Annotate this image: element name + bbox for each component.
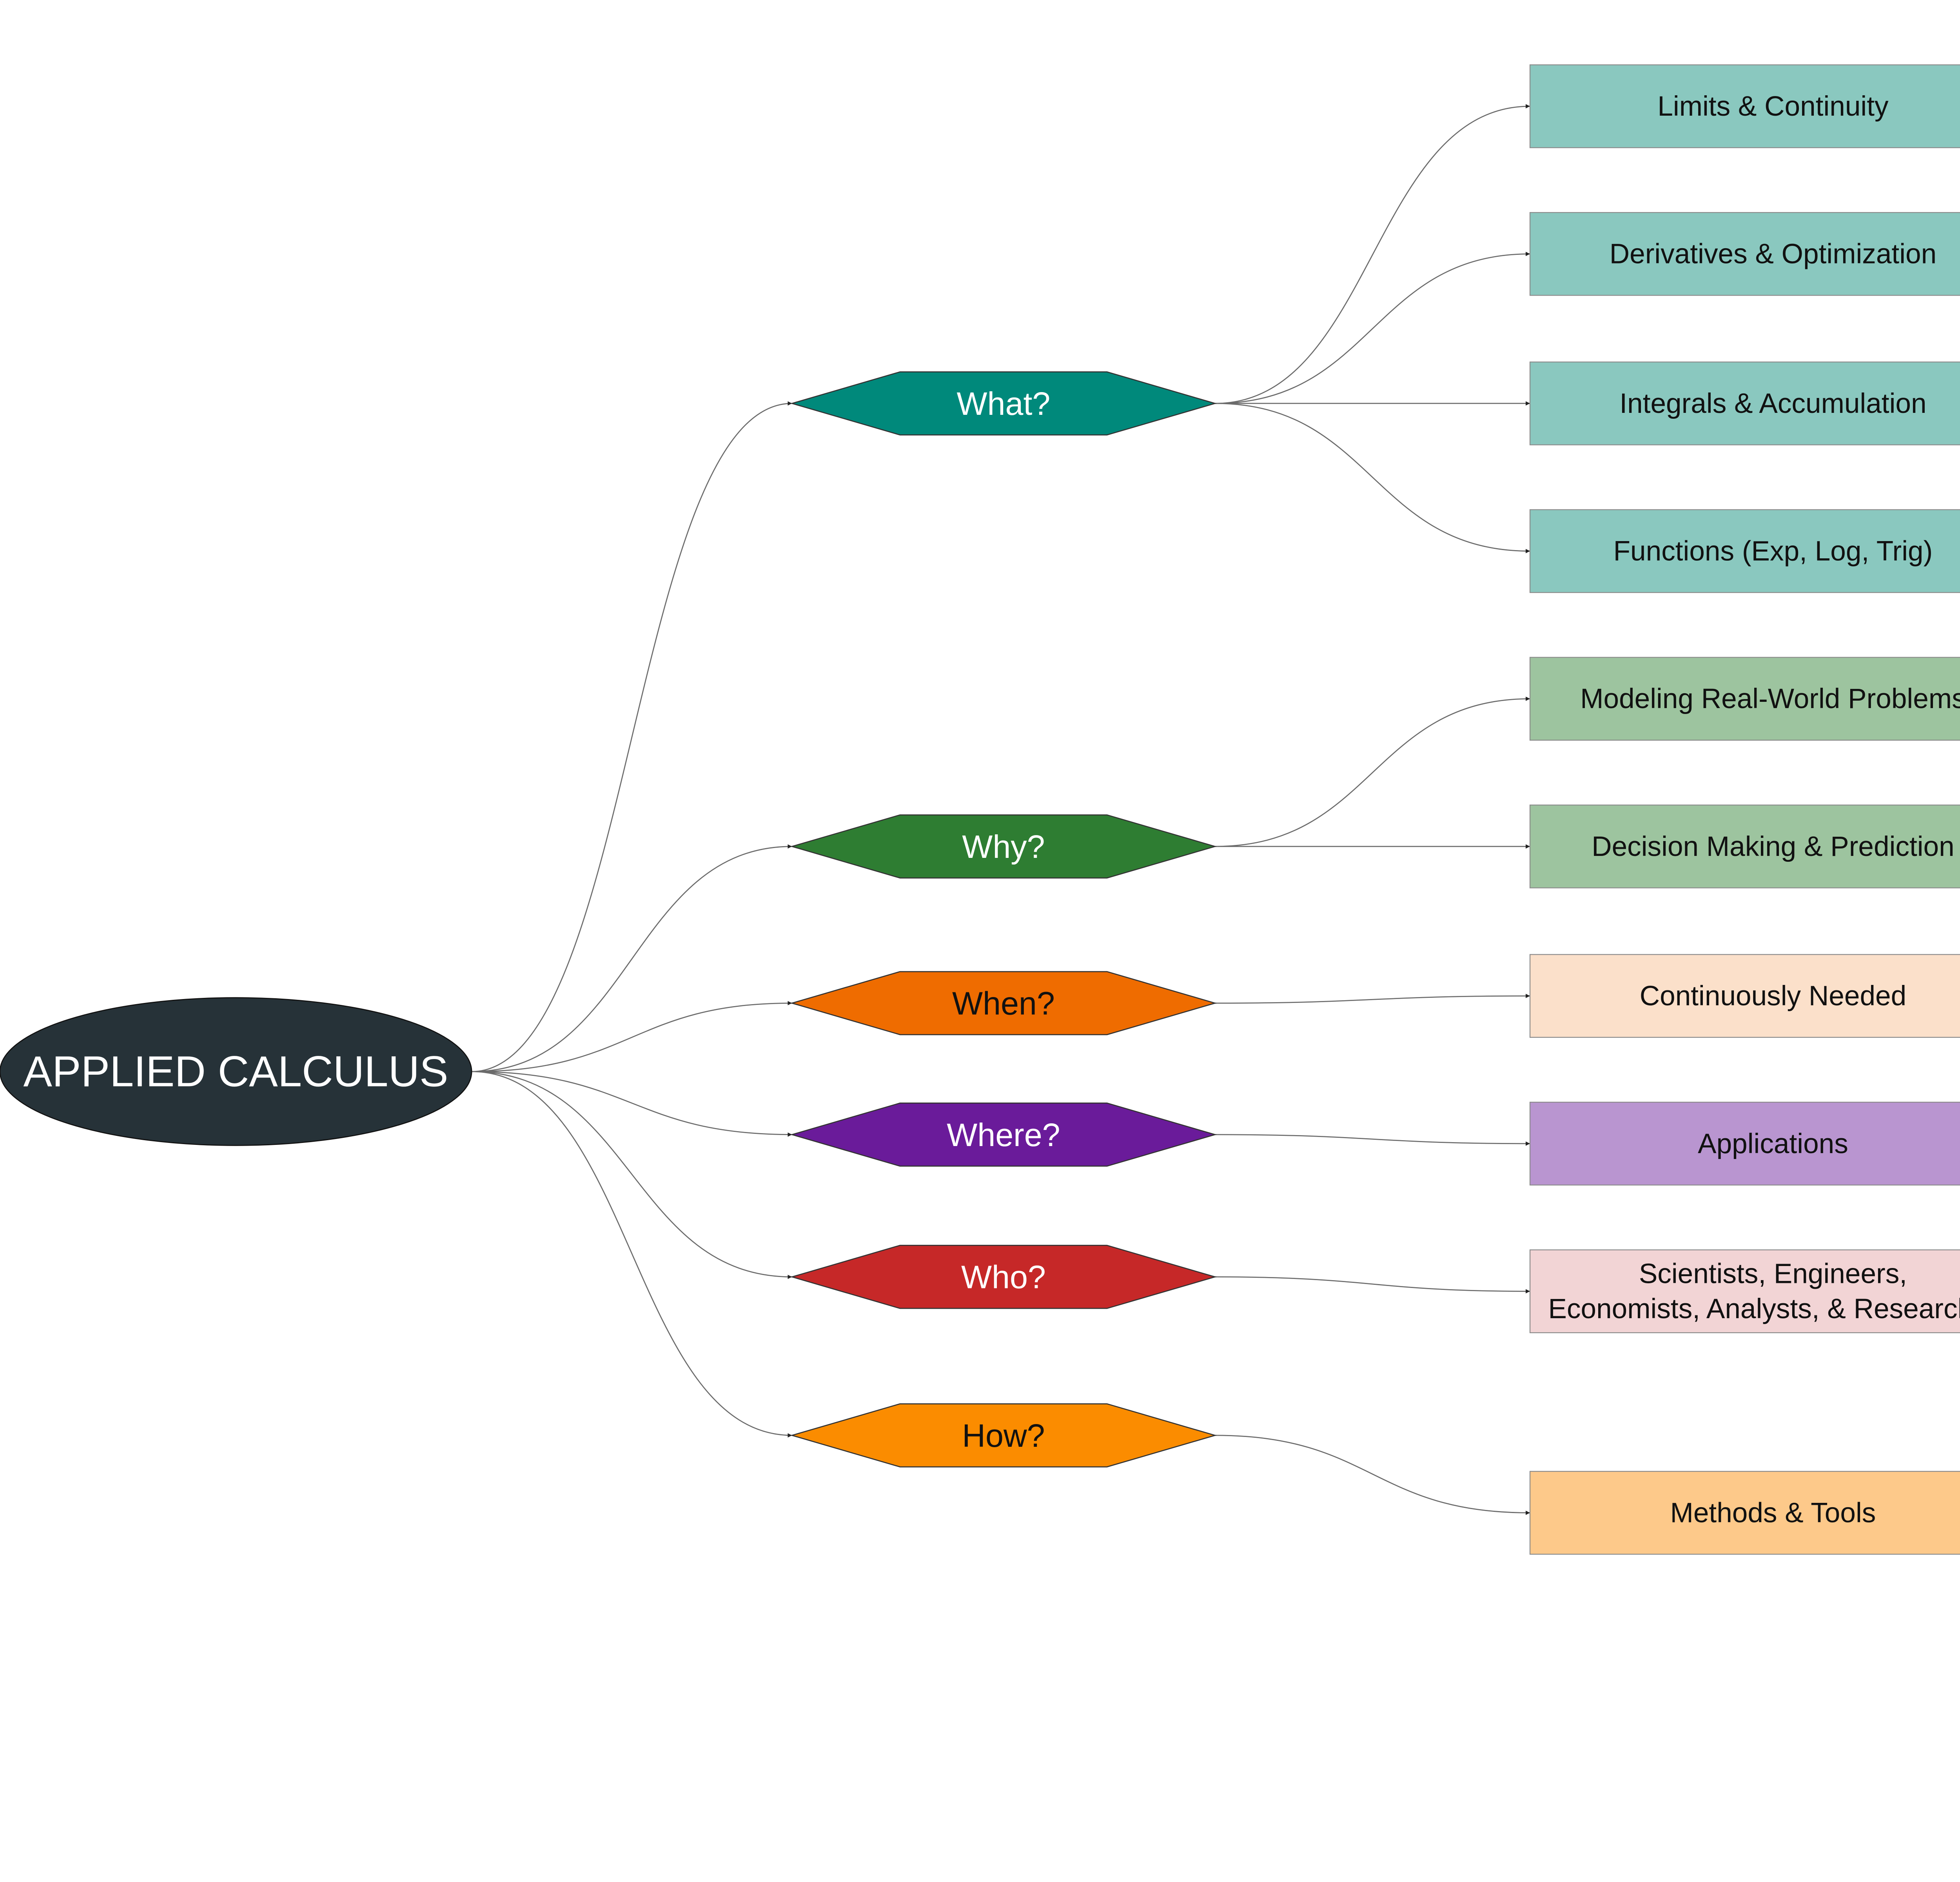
branch-node-why[interactable]: Why? <box>790 814 1217 879</box>
topic-box-what-3-shape <box>1529 509 1960 593</box>
topic-box-where-0[interactable]: Applications <box>1529 1101 1960 1186</box>
connector-where-to-child-0 <box>1215 1134 1530 1146</box>
topic-box-what-2[interactable]: Integrals & Accumulation <box>1529 362 1960 445</box>
root-node[interactable]: APPLIED CALCULUS <box>0 997 472 1146</box>
connector-what-to-child-0 <box>1215 104 1530 404</box>
topic-box-what-1-shape <box>1529 212 1960 296</box>
branch-hexagon-how <box>790 1403 1217 1468</box>
branch-label-how: How? <box>962 1417 1045 1453</box>
branch-node-where[interactable]: Where? <box>790 1103 1217 1167</box>
topic-box-who-0-shape <box>1529 1249 1960 1333</box>
connector-root-to-who <box>472 1071 792 1279</box>
branch-label-what: What? <box>957 385 1051 421</box>
topic-box-why-0[interactable]: Modeling Real-World Problems <box>1529 657 1960 741</box>
topic-box-what-3-label: Functions (Exp, Log, Trig) <box>1613 536 1933 567</box>
connector-what-to-child-3 <box>1215 403 1530 554</box>
topic-box-what-2-shape <box>1529 362 1960 445</box>
topic-box-what-1[interactable]: Derivatives & Optimization <box>1529 212 1960 296</box>
connector-how-to-child-0 <box>1215 1435 1530 1515</box>
topic-box-when-0-label: Continuously Needed <box>1640 981 1906 1012</box>
connector-layer <box>472 104 1530 1515</box>
topic-box-where-0-label: Applications <box>1698 1128 1848 1159</box>
topic-box-who-0-label: Scientists, Engineers,Economists, Analys… <box>1548 1258 1960 1324</box>
topic-box-why-0-shape <box>1529 657 1960 741</box>
topic-box-what-0[interactable]: Limits & Continuity <box>1529 64 1960 148</box>
connector-why-to-child-0 <box>1215 696 1530 847</box>
topic-box-how-0-label: Methods & Tools <box>1670 1497 1876 1528</box>
connector-when-to-child-0 <box>1215 994 1530 1004</box>
topic-box-how-0-shape <box>1529 1471 1960 1555</box>
root-ellipse <box>0 997 472 1146</box>
branch-label-who: Who? <box>961 1259 1046 1295</box>
topic-box-why-1-shape <box>1529 805 1960 888</box>
topic-box-what-3[interactable]: Functions (Exp, Log, Trig) <box>1529 509 1960 593</box>
connector-what-to-child-1 <box>1215 252 1530 404</box>
topic-box-why-1[interactable]: Decision Making & Prediction <box>1529 805 1960 888</box>
branch-hexagon-what <box>790 371 1217 436</box>
topic-box-where-0-shape <box>1529 1101 1960 1186</box>
branch-hexagon-why <box>790 814 1217 879</box>
branch-hexagon-where <box>790 1103 1217 1167</box>
connector-root-to-what <box>472 401 792 1072</box>
topic-box-when-0-shape <box>1529 954 1960 1038</box>
connector-who-to-child-0 <box>1215 1276 1530 1293</box>
topic-box-when-0[interactable]: Continuously Needed <box>1529 954 1960 1038</box>
branch-label-where: Where? <box>947 1116 1060 1153</box>
branch-node-when[interactable]: When? <box>790 971 1217 1035</box>
branch-hexagon-who <box>790 1244 1217 1309</box>
connector-root-to-how <box>472 1071 792 1438</box>
topic-box-who-0[interactable]: Scientists, Engineers,Economists, Analys… <box>1529 1249 1960 1333</box>
branch-hexagon-when <box>790 971 1217 1035</box>
topic-box-why-0-label: Modeling Real-World Problems <box>1580 683 1960 714</box>
branch-node-who[interactable]: Who? <box>790 1244 1217 1309</box>
topic-box-what-2-label: Integrals & Accumulation <box>1619 388 1926 419</box>
topic-box-why-1-label: Decision Making & Prediction <box>1592 831 1955 862</box>
topic-box-what-1-label: Derivatives & Optimization <box>1610 238 1936 269</box>
branch-label-when: When? <box>952 985 1055 1021</box>
root-label: APPLIED CALCULUS <box>24 1048 448 1096</box>
connector-root-to-where <box>472 1071 792 1137</box>
topic-box-what-0-label: Limits & Continuity <box>1657 91 1889 122</box>
branch-node-how[interactable]: How? <box>790 1403 1217 1468</box>
connector-root-to-why <box>472 844 792 1072</box>
topic-box-what-0-shape <box>1529 64 1960 148</box>
connector-root-to-when <box>472 1001 792 1072</box>
node-layer: APPLIED CALCULUS What? Limits & Continuit… <box>0 64 1960 1555</box>
topic-box-how-0[interactable]: Methods & Tools <box>1529 1471 1960 1555</box>
branch-label-why: Why? <box>962 828 1045 865</box>
branch-node-what[interactable]: What? <box>790 371 1217 436</box>
